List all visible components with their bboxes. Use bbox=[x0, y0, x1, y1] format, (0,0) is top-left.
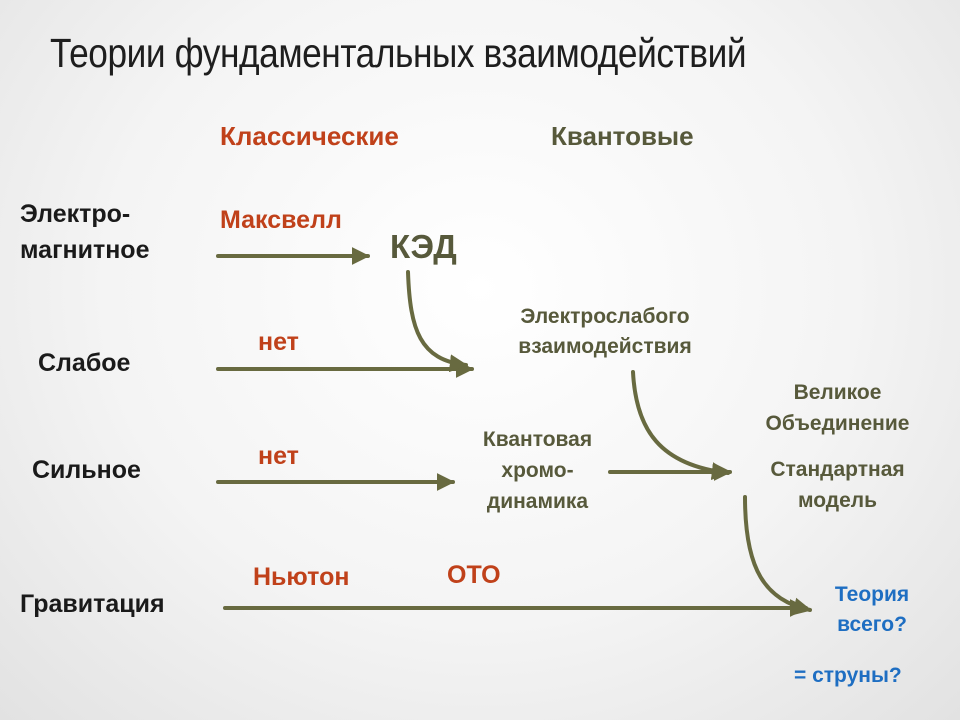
column-header-classical: Классические bbox=[220, 121, 399, 151]
arrow-qed-to-electroweak bbox=[406, 270, 468, 373]
label-standard-model-line1: Стандартная bbox=[770, 458, 905, 481]
row-label-em-line1: Электро- bbox=[20, 200, 131, 228]
label-standard-model-line2: модель bbox=[797, 489, 878, 512]
label-theory-of-everything: Теория всего? bbox=[812, 580, 932, 640]
label-qcd-line2: хромо- bbox=[501, 459, 574, 482]
label-gut-line1: Великое bbox=[793, 381, 882, 404]
label-qcd-line1: Квантовая bbox=[482, 428, 593, 451]
label-standard-model: Стандартная модель bbox=[730, 454, 945, 516]
row-label-strong: Сильное bbox=[32, 456, 141, 484]
label-gut-line2: Объединение bbox=[765, 412, 910, 435]
label-qcd: Квантовая хромо- динамика bbox=[460, 424, 615, 517]
arrow-standard-model-to-toe bbox=[743, 495, 812, 616]
label-electroweak: Электрослабого взаимодействия bbox=[470, 302, 740, 362]
row-label-em-line2: магнитное bbox=[20, 236, 150, 264]
arrow-electroweak-to-standard-model bbox=[631, 370, 730, 481]
label-maxwell: Максвелл bbox=[220, 206, 342, 234]
row-label-gravity: Гравитация bbox=[20, 590, 165, 618]
page-title: Теории фундаментальных взаимодействий bbox=[50, 30, 747, 76]
label-weak-none: нет bbox=[258, 328, 299, 356]
label-qcd-line3: динамика bbox=[486, 490, 589, 513]
label-gut: Великое Объединение bbox=[730, 377, 945, 439]
row-label-weak: Слабое bbox=[38, 349, 131, 377]
label-gr: ОТО bbox=[447, 561, 501, 589]
label-strings: = струны? bbox=[794, 664, 902, 687]
label-qed: КЭД bbox=[390, 228, 457, 265]
label-newton: Ньютон bbox=[253, 563, 350, 591]
column-header-quantum: Квантовые bbox=[551, 121, 694, 151]
label-toe-line1: Теория bbox=[834, 583, 910, 606]
label-electroweak-line1: Электрослабого bbox=[520, 305, 690, 328]
label-electroweak-line2: взаимодействия bbox=[518, 335, 692, 358]
label-strong-none: нет bbox=[258, 442, 299, 470]
label-toe-line2: всего? bbox=[837, 613, 907, 636]
